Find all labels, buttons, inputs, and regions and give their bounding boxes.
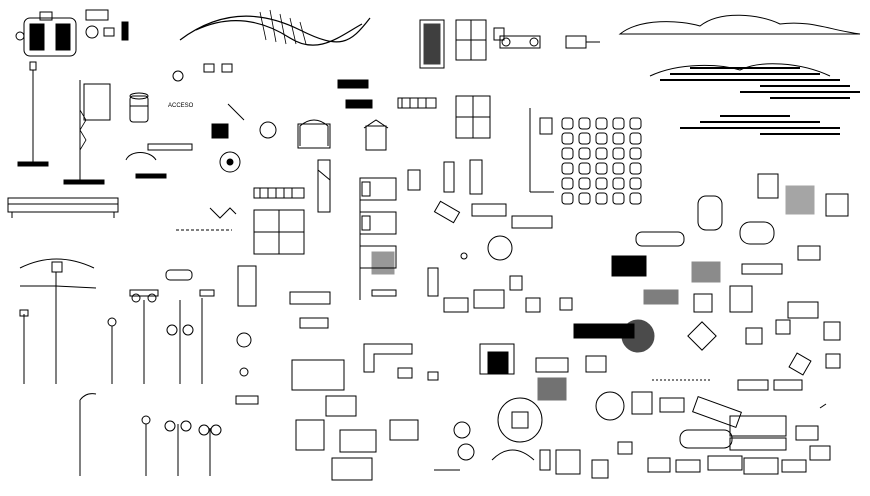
right-lower-blocks — [647, 379, 831, 475]
auditorium-seat — [561, 162, 574, 175]
auditorium-seat — [561, 132, 574, 145]
auditorium-seat — [595, 117, 608, 130]
cloud-blocks — [618, 14, 861, 135]
street-lamp-blocks — [19, 258, 222, 476]
misc-symbols — [125, 63, 277, 231]
auditorium-seat — [578, 192, 591, 205]
auditorium-seat-grid[interactable] — [561, 117, 642, 205]
auditorium-seat — [578, 117, 591, 130]
trash-bin-block — [129, 92, 149, 123]
auditorium-seat — [629, 192, 642, 205]
auditorium-seat — [629, 162, 642, 175]
auditorium-seat — [561, 147, 574, 160]
bed-blocks — [359, 177, 397, 300]
auditorium-seat — [578, 147, 591, 160]
auditorium-seat — [595, 162, 608, 175]
wave-decoration — [179, 9, 371, 46]
auditorium-seat — [612, 177, 625, 190]
auditorium-seat — [595, 147, 608, 160]
center-misc-blocks — [235, 265, 419, 481]
bench-block — [7, 197, 119, 218]
auditorium-seat — [595, 192, 608, 205]
auditorium-seat — [612, 147, 625, 160]
auditorium-seat — [629, 117, 642, 130]
auditorium-seat — [578, 177, 591, 190]
sanitary-fixture-icons — [85, 9, 129, 41]
auditorium-seat — [629, 147, 642, 160]
auditorium-seat — [578, 132, 591, 145]
door-and-arch-blocks — [297, 79, 491, 151]
auditorium-seat — [595, 177, 608, 190]
dining-and-lounge-blocks — [611, 173, 849, 376]
auditorium-seat — [629, 132, 642, 145]
sign-pole-blocks — [17, 61, 111, 185]
auditorium-seat — [561, 192, 574, 205]
window-elevations — [419, 19, 600, 69]
auditorium-seat — [612, 117, 625, 130]
central-furniture-blocks — [363, 252, 742, 479]
auditorium-seat — [629, 177, 642, 190]
auditorium-seat — [612, 132, 625, 145]
auditorium-seat — [578, 162, 591, 175]
auditorium-seat — [612, 162, 625, 175]
auditorium-seat — [595, 132, 608, 145]
seat-cluster-blocks — [407, 159, 553, 261]
car-top-view-block — [15, 11, 77, 57]
gate-elevation — [253, 159, 331, 255]
auditorium-seat — [612, 192, 625, 205]
stage-lectern — [529, 108, 554, 193]
access-sign-label: ACCESO — [168, 103, 194, 109]
auditorium-seat — [561, 117, 574, 130]
auditorium-seat — [561, 177, 574, 190]
